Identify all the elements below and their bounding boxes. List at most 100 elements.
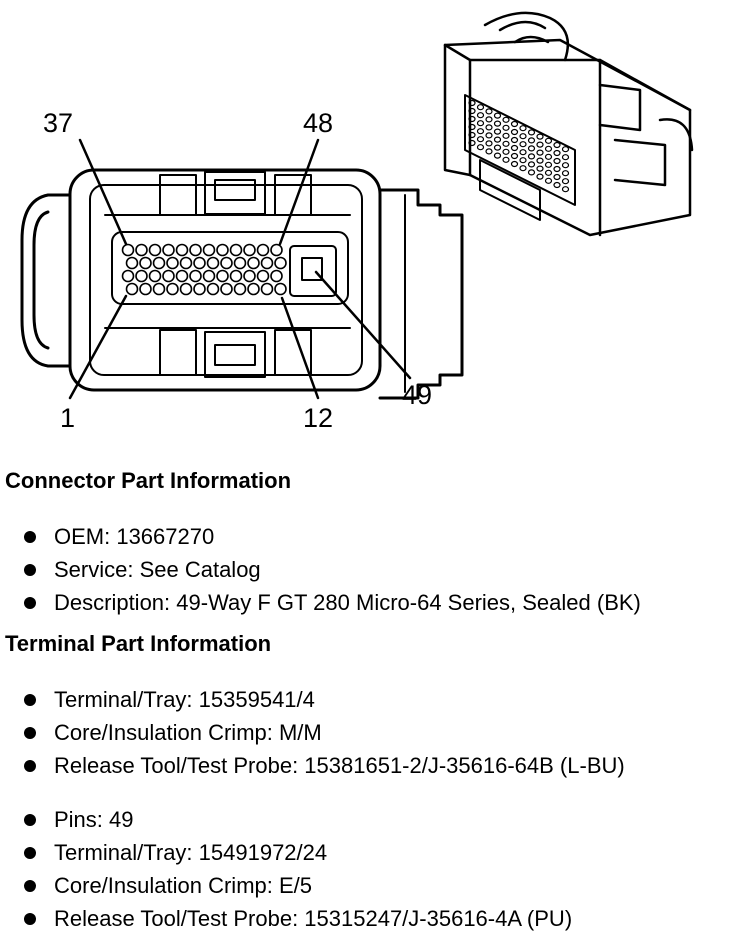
iso-pin-cavity xyxy=(527,137,536,144)
pin-cavity xyxy=(152,256,166,270)
pin-cavity xyxy=(216,269,229,283)
iso-pin-cavity xyxy=(510,160,519,168)
pin-cavity xyxy=(125,282,139,296)
iso-pin-cavity xyxy=(502,116,510,123)
iso-pin-cavity xyxy=(493,152,502,159)
iso-pin-cavity xyxy=(502,156,510,163)
iso-pin-cavity xyxy=(561,154,570,161)
iso-pin-cavity xyxy=(510,128,519,136)
iso-pin-cavity xyxy=(519,125,527,132)
iso-pin-cavity xyxy=(536,157,544,164)
iso-pin-cavity xyxy=(553,157,561,165)
iso-pin-cavity xyxy=(493,144,502,151)
terminal-info-list-1: Terminal/Tray: 15359541/4 Core/Insulatio… xyxy=(24,683,625,782)
iso-pin-cavity xyxy=(519,133,527,140)
iso-pin-cavity xyxy=(519,157,527,164)
pin-cavity xyxy=(148,269,162,283)
pin-cavity xyxy=(202,243,216,257)
list-item: Core/Insulation Crimp: M/M xyxy=(24,716,625,749)
pin-cavity xyxy=(206,282,220,296)
connector-info-list: OEM: 13667270 Service: See Catalog Descr… xyxy=(24,520,641,619)
pin-cavity xyxy=(139,282,152,296)
pin-cavity xyxy=(220,256,233,270)
callout-pin-12: 12 xyxy=(303,403,333,433)
iso-pin-cavity xyxy=(485,116,493,123)
list-item: Release Tool/Test Probe: 15381651-2/J-35… xyxy=(24,749,625,782)
iso-pin-cavity xyxy=(468,107,476,115)
bullet-icon xyxy=(24,694,36,706)
iso-pin-cavity xyxy=(502,132,510,139)
callout-pin-48: 48 xyxy=(303,108,333,138)
list-item: Terminal/Tray: 15491972/24 xyxy=(24,836,572,869)
iso-pin-cavity xyxy=(544,161,553,168)
iso-pin-cavity xyxy=(510,120,519,128)
pin-cavity xyxy=(139,256,152,270)
iso-pin-cavity xyxy=(476,144,485,151)
iso-pin-cavity xyxy=(544,169,553,176)
connector-info-heading: Connector Part Information xyxy=(5,468,292,493)
iso-pin-cavity xyxy=(527,161,536,168)
iso-pin-cavity xyxy=(544,177,553,184)
bullet-icon xyxy=(24,760,36,772)
iso-pin-cavity xyxy=(561,146,570,153)
iso-pin-cavity xyxy=(519,149,527,156)
pin-cavity xyxy=(121,269,135,283)
iso-pin-cavity xyxy=(502,124,510,131)
pin-cavity xyxy=(166,256,179,270)
iso-pin-cavity xyxy=(519,165,527,172)
iso-pin-cavity xyxy=(553,173,561,181)
pin-cavity xyxy=(148,243,162,257)
iso-pin-cavity xyxy=(561,162,570,169)
pin-cavity xyxy=(206,256,220,270)
callout-pin-1: 1 xyxy=(60,403,75,433)
pin-cavity xyxy=(125,256,139,270)
iso-pin-cavity xyxy=(493,112,502,119)
pin-cavity xyxy=(135,269,148,283)
iso-pin-cavity xyxy=(485,108,493,115)
iso-pin-cavity xyxy=(519,141,527,148)
pin-cavity xyxy=(260,256,274,270)
bullet-icon xyxy=(24,727,36,739)
pin-cavity xyxy=(256,269,270,283)
iso-pin-cavity xyxy=(476,104,485,111)
iso-pin-cavity xyxy=(476,136,485,143)
iso-pin-cavity xyxy=(502,148,510,155)
list-item: Description: 49-Way F GT 280 Micro-64 Se… xyxy=(24,586,641,619)
iso-pin-cavity xyxy=(536,141,544,148)
iso-pin-cavity xyxy=(544,137,553,144)
iso-pin-cavity xyxy=(493,136,502,143)
pin-cavity xyxy=(220,282,233,296)
callout-pin-49: 49 xyxy=(402,380,432,410)
iso-pin-cavity xyxy=(493,120,502,127)
iso-pin-cavity xyxy=(536,133,544,140)
iso-pin-cavity xyxy=(527,129,536,136)
iso-pin-cavity xyxy=(468,123,476,131)
pin-cavity xyxy=(270,243,283,257)
bullet-icon xyxy=(24,913,36,925)
iso-pin-cavity xyxy=(536,173,544,180)
pin-cavity xyxy=(175,243,189,257)
iso-pin-cavity xyxy=(561,178,570,185)
connector-diagram: 37 48 1 12 49 xyxy=(20,11,694,433)
list-item: Service: See Catalog xyxy=(24,553,641,586)
iso-pin-cavity xyxy=(493,128,502,135)
pin-cavity xyxy=(243,243,256,257)
iso-pin-cavity xyxy=(476,120,485,127)
pin-cavity xyxy=(135,243,148,257)
iso-pin-cavity xyxy=(510,144,519,152)
list-item: Release Tool/Test Probe: 15315247/J-3561… xyxy=(24,902,572,935)
pin-cavity xyxy=(152,282,166,296)
iso-pin-cavity xyxy=(485,148,493,155)
pin-cavity xyxy=(202,269,216,283)
bullet-icon xyxy=(24,880,36,892)
iso-pin-cavity xyxy=(553,149,561,157)
iso-pin-cavity xyxy=(468,131,476,139)
pin-cavity-grid xyxy=(121,243,287,296)
iso-pin-cavity xyxy=(468,139,476,147)
pin-cavity xyxy=(193,256,206,270)
iso-pin-cavity xyxy=(468,115,476,123)
iso-pin-cavity xyxy=(476,112,485,119)
iso-pin-cavity xyxy=(527,153,536,160)
pin-cavity xyxy=(193,282,206,296)
pin-cavity xyxy=(179,282,193,296)
